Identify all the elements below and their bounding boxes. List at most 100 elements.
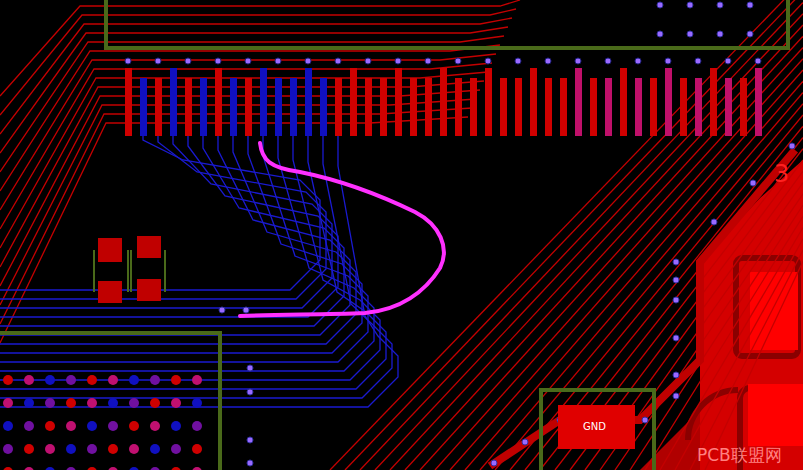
copper-trace bbox=[330, 0, 803, 470]
connector-pad bbox=[320, 78, 327, 136]
copper-trace bbox=[360, 3, 803, 470]
bottom-trace bbox=[0, 135, 398, 407]
via bbox=[673, 335, 679, 341]
bga-ball bbox=[87, 375, 97, 385]
copper-trace bbox=[645, 216, 803, 470]
bga-ball bbox=[87, 444, 97, 454]
copper-trace bbox=[675, 239, 803, 470]
via bbox=[247, 437, 253, 443]
copper-trace bbox=[405, 36, 803, 470]
copper-trace bbox=[0, 27, 508, 153]
copper-trace bbox=[420, 48, 803, 470]
bga-ball bbox=[45, 398, 55, 408]
copper-trace bbox=[690, 250, 803, 470]
smd-pad bbox=[137, 236, 161, 258]
bga-ball bbox=[66, 375, 76, 385]
copper-trace bbox=[555, 149, 803, 470]
copper-trace bbox=[0, 72, 488, 248]
copper-trace bbox=[0, 108, 472, 324]
connector-pad bbox=[740, 78, 747, 136]
copper-trace bbox=[345, 0, 803, 470]
via bbox=[747, 2, 753, 8]
via bbox=[575, 58, 581, 64]
bga-ball bbox=[24, 444, 34, 454]
connector-pad bbox=[440, 68, 447, 136]
via bbox=[789, 143, 795, 149]
via bbox=[247, 365, 253, 371]
connector-pad bbox=[485, 68, 492, 136]
bga-ball bbox=[108, 421, 118, 431]
bga-ball bbox=[129, 375, 139, 385]
via bbox=[673, 277, 679, 283]
connector-pad bbox=[335, 78, 342, 136]
bga-ball bbox=[108, 444, 118, 454]
connector-pad bbox=[725, 78, 732, 136]
via bbox=[243, 307, 249, 313]
bga-ball bbox=[171, 467, 181, 470]
bottom-trace bbox=[0, 135, 398, 407]
via bbox=[219, 307, 225, 313]
via bbox=[750, 180, 756, 186]
bottom-trace bbox=[0, 135, 338, 317]
via bbox=[522, 439, 528, 445]
bga-ball bbox=[171, 398, 181, 408]
connector-pad bbox=[365, 78, 372, 136]
via bbox=[673, 372, 679, 378]
connector-pad bbox=[275, 78, 282, 136]
connector-pad bbox=[620, 68, 627, 136]
copper-trace bbox=[525, 126, 803, 470]
via bbox=[747, 31, 753, 37]
connector-pad bbox=[290, 78, 297, 136]
connector-pad bbox=[590, 78, 597, 136]
bga-ball bbox=[3, 375, 13, 385]
bga-ball bbox=[24, 421, 34, 431]
smd-pad bbox=[98, 238, 122, 262]
via bbox=[219, 2, 795, 466]
via bbox=[687, 2, 693, 8]
bga-ball bbox=[24, 375, 34, 385]
connector-pad bbox=[185, 78, 192, 136]
connector-pad bbox=[395, 68, 402, 136]
bga-ball bbox=[150, 375, 160, 385]
connector-pad bbox=[560, 78, 567, 136]
reference-label: 3 bbox=[774, 160, 789, 188]
bottom-trace bbox=[0, 135, 380, 380]
bga-ball bbox=[171, 444, 181, 454]
bga-ball bbox=[24, 398, 34, 408]
bga-ball bbox=[45, 375, 55, 385]
connector-pad bbox=[140, 78, 147, 136]
copper-trace bbox=[435, 59, 803, 470]
connector-pad bbox=[710, 68, 717, 136]
bga-ball bbox=[150, 444, 160, 454]
smd-pad bbox=[558, 405, 635, 449]
watermark: PCB联盟网 bbox=[697, 444, 782, 467]
net-name: GND bbox=[583, 421, 606, 432]
bga-ball bbox=[3, 398, 13, 408]
bottom-trace bbox=[0, 135, 362, 353]
via bbox=[673, 393, 679, 399]
bga-ball bbox=[192, 444, 202, 454]
bga-ball bbox=[108, 398, 118, 408]
via bbox=[365, 58, 371, 64]
bga-ball bbox=[150, 421, 160, 431]
smd-pad bbox=[748, 384, 803, 446]
via bbox=[485, 58, 491, 64]
bga-ball bbox=[171, 375, 181, 385]
connector-pad bbox=[125, 58, 762, 136]
connector-pad bbox=[350, 68, 357, 136]
bga-ball bbox=[192, 398, 202, 408]
via bbox=[717, 31, 723, 37]
connector-pad bbox=[170, 68, 177, 136]
via bbox=[635, 58, 641, 64]
connector-pad bbox=[410, 78, 417, 136]
copper-trace bbox=[375, 14, 803, 470]
bottom-trace bbox=[0, 135, 320, 290]
via bbox=[215, 58, 221, 64]
copper-trace bbox=[0, 45, 500, 191]
connector-pad bbox=[215, 68, 222, 136]
connector-pad bbox=[245, 78, 252, 136]
via bbox=[673, 297, 679, 303]
smd-pad bbox=[98, 281, 122, 303]
bga-ball bbox=[24, 467, 34, 470]
copper-trace bbox=[0, 18, 512, 134]
